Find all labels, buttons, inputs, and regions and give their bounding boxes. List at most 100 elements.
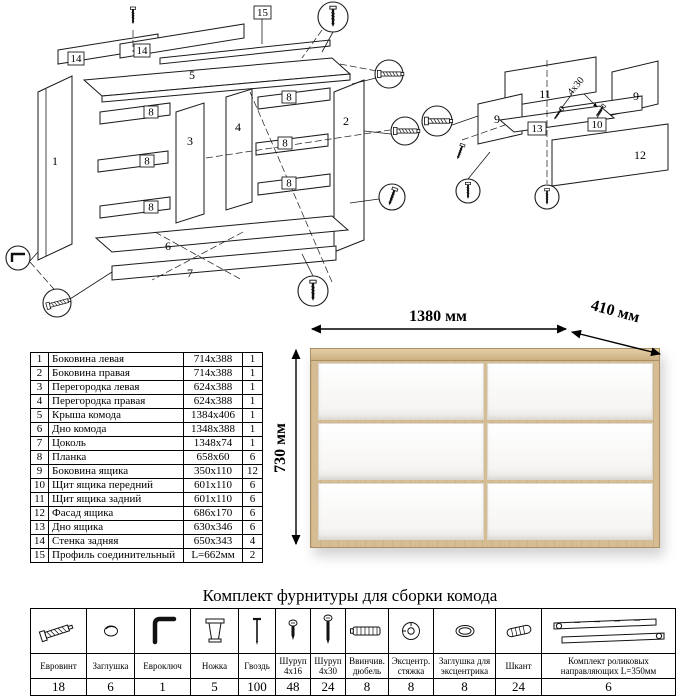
hardware-qty: 6 <box>541 678 676 696</box>
part-name: Боковина правая <box>48 366 184 381</box>
euro-screw-icon <box>38 624 73 643</box>
dresser-image <box>310 348 660 548</box>
dimension-annotations: 1380 мм 410 мм 730 мм <box>272 300 662 546</box>
width-dimension-label: 1380 мм <box>409 308 467 325</box>
drawer-front <box>318 483 484 540</box>
part-name: Щит ящика передний <box>48 478 184 493</box>
part-label-14: 14 <box>67 51 85 66</box>
part-qty: 6 <box>242 450 263 465</box>
hardware-icons-row <box>30 608 676 654</box>
screw-callout <box>455 178 481 204</box>
part-label-9: 9 <box>494 112 500 126</box>
svg-text:14: 14 <box>71 53 83 65</box>
hardware-qty: 24 <box>310 678 346 696</box>
screw-4x16-icon <box>288 619 298 640</box>
hardware-qty: 6 <box>86 678 135 696</box>
hardware-name: Шуруп 4x16 <box>275 653 311 679</box>
drawer-front <box>487 423 653 480</box>
part-size: 686x170 <box>183 506 243 521</box>
part-name: Дно ящика <box>48 520 184 535</box>
part-qty: 1 <box>242 422 263 437</box>
part-label-8: 8 <box>143 200 159 214</box>
part-name: Боковина левая <box>48 352 184 367</box>
dowel-pin-icon <box>506 624 531 638</box>
hardware-table: Евровинт Заглушка Евроключ Ножка Гвоздь … <box>30 608 676 696</box>
euro-screw-callout <box>390 116 421 146</box>
part-size: 630x346 <box>183 520 243 535</box>
screw-icon <box>454 142 467 161</box>
hex-key-icon <box>152 616 176 645</box>
roller-guides-icon <box>553 618 664 644</box>
hardware-name: Заглушка для эксцентрика <box>433 653 496 679</box>
svg-text:8: 8 <box>144 156 150 168</box>
part-label-9: 9 <box>633 89 639 103</box>
part-size: 601x110 <box>183 478 243 493</box>
part-label-10: 10 <box>587 117 607 132</box>
cam-lock-icon <box>402 622 420 640</box>
part-size: 350x110 <box>183 464 243 479</box>
part-label-2: 2 <box>343 114 349 128</box>
screw-callout <box>317 1 349 33</box>
part-qty: 12 <box>242 464 263 479</box>
part-num: 13 <box>30 520 49 535</box>
part-name: Щит ящика задний <box>48 492 184 507</box>
part-qty: 6 <box>242 478 263 493</box>
screw-4x30-icon <box>323 614 333 644</box>
hardware-qty: 1 <box>134 678 191 696</box>
drawer-front <box>318 363 484 420</box>
part-num: 5 <box>30 408 49 423</box>
hardware-qty-row: 18 6 1 5 100 48 24 8 8 8 24 6 <box>30 678 676 696</box>
bracket-callout <box>5 245 31 271</box>
part-num: 1 <box>30 352 49 367</box>
part-qty: 1 <box>242 436 263 451</box>
part-label-12: 12 <box>634 148 646 162</box>
part-label-3: 3 <box>187 134 193 148</box>
part-qty: 1 <box>242 380 263 395</box>
hardware-name: Заглушка <box>86 653 135 679</box>
threaded-dowel-icon <box>350 626 381 636</box>
part-qty: 6 <box>242 520 263 535</box>
part-label-6: 6 <box>165 239 171 253</box>
part-label-1: 1 <box>52 154 58 168</box>
part-qty: 1 <box>242 352 263 367</box>
euro-screw-callout <box>421 105 454 137</box>
part-num: 6 <box>30 422 49 437</box>
product-render: 1380 мм 410 мм 730 мм <box>270 300 700 570</box>
hardware-name: Евровинт <box>30 653 87 679</box>
part-label-13: 13 <box>527 121 547 136</box>
svg-text:8: 8 <box>148 107 154 119</box>
part-size: 624x388 <box>183 380 243 395</box>
part-label-8: 8 <box>281 176 297 190</box>
part-name: Профиль соединительный <box>48 548 184 563</box>
part-size: 601x110 <box>183 492 243 507</box>
leg-icon <box>205 618 224 643</box>
part-name: Цоколь <box>48 436 184 451</box>
part-qty: 6 <box>242 492 263 507</box>
part-qty: 1 <box>242 408 263 423</box>
euro-screw-callout <box>42 288 72 318</box>
drawer-front <box>318 423 484 480</box>
part-size: 650x343 <box>183 534 243 549</box>
hardware-name: Комплект роликовых направляющих L=350мм <box>541 653 676 679</box>
cap-plug-icon <box>103 625 118 637</box>
euro-screw-callout <box>374 59 405 89</box>
hardware-qty: 5 <box>190 678 239 696</box>
hardware-qty: 48 <box>275 678 311 696</box>
part-name: Перегородка правая <box>48 394 184 409</box>
hardware-name: Гвоздь <box>238 653 276 679</box>
part-label-11: 11 <box>539 87 551 101</box>
hardware-name: Шкант <box>495 653 542 679</box>
part-size: 1348x388 <box>183 422 243 437</box>
svg-text:13: 13 <box>532 123 544 135</box>
